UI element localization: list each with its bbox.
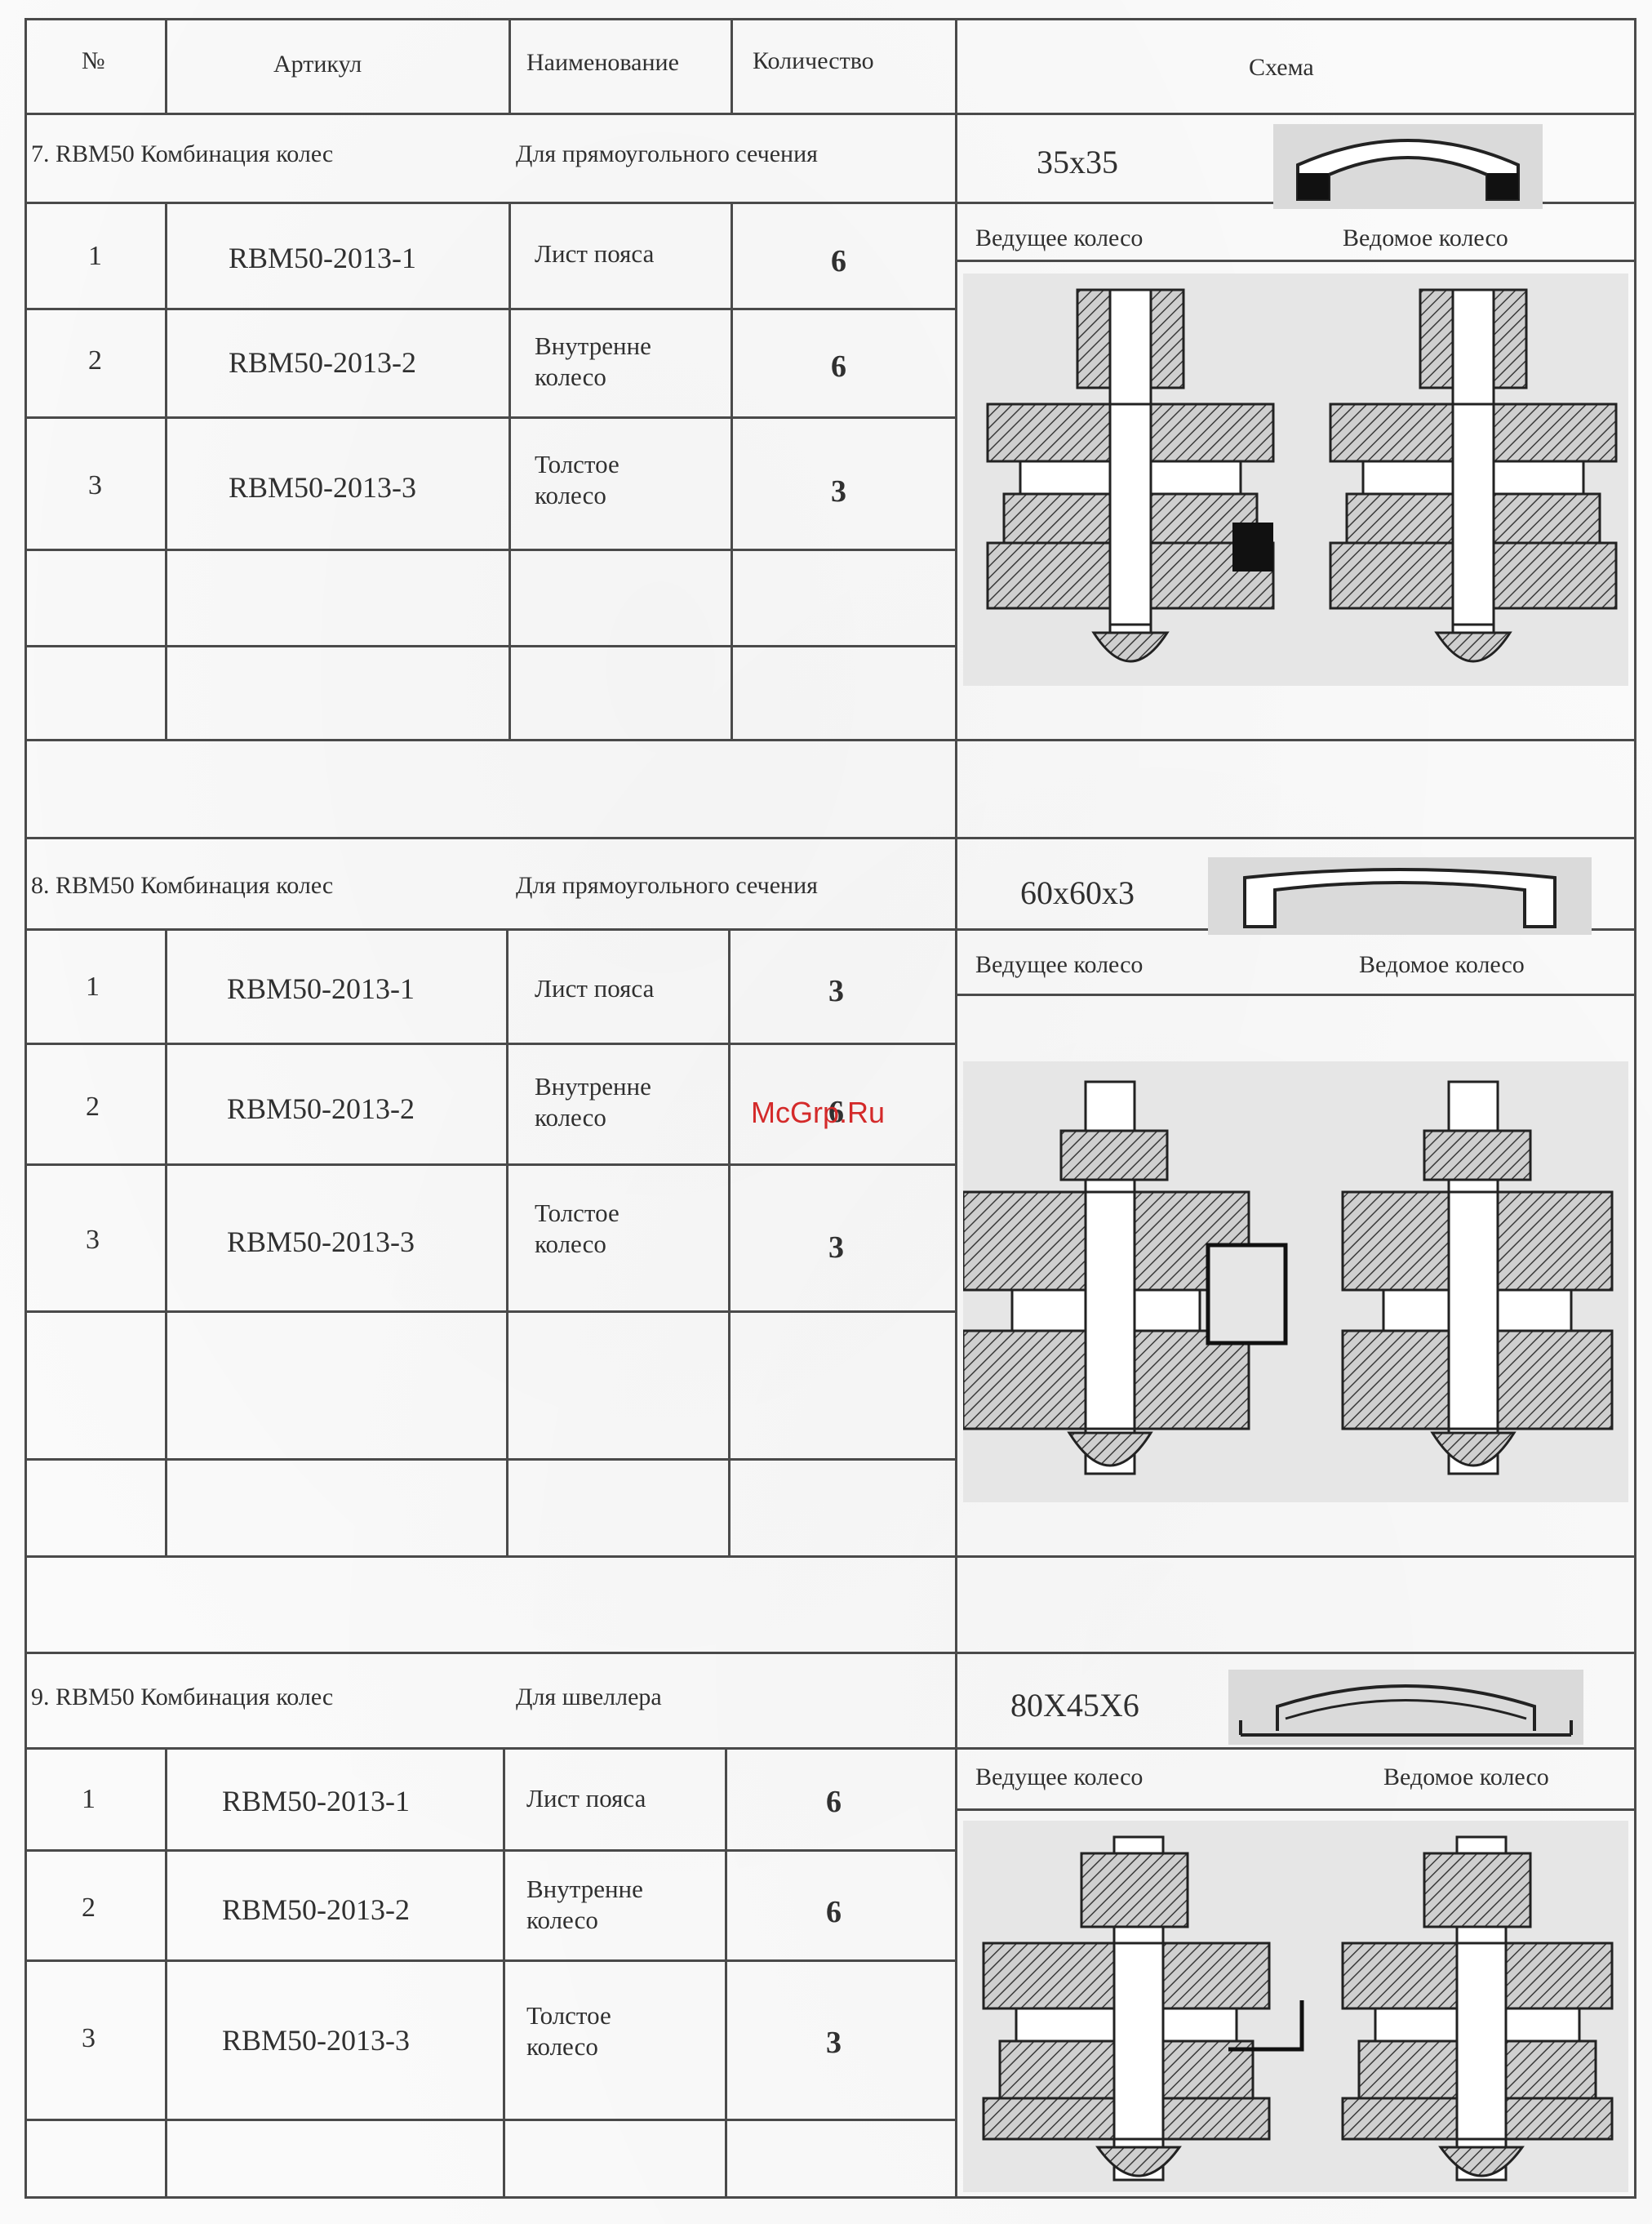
profile-dimension: 80X45X6 xyxy=(1010,1687,1139,1724)
row-name: Внутренне колесо xyxy=(535,1072,651,1132)
row-article: RBM50-2013-2 xyxy=(227,1092,415,1125)
header-no: № xyxy=(82,47,105,74)
drive-wheel-label: Ведущее колесо xyxy=(975,225,1144,251)
row-qty: 6 xyxy=(826,1785,842,1819)
header-scheme: Схема xyxy=(1249,54,1314,81)
profile-diagram xyxy=(1208,857,1592,935)
header-article: Артикул xyxy=(273,51,362,78)
wheel-assembly-drawing xyxy=(963,1061,1628,1502)
row-no: 1 xyxy=(86,972,100,1002)
row-no: 2 xyxy=(86,1092,100,1122)
row-article: RBM50-2013-1 xyxy=(229,242,417,274)
drive-wheel-label: Ведущее колесо xyxy=(975,951,1144,978)
row-name: Внутренне колесо xyxy=(526,1875,643,1934)
row-qty: 6 xyxy=(831,349,846,384)
row-name: Лист пояса xyxy=(535,974,655,1003)
row-no: 3 xyxy=(82,2023,95,2053)
row-qty: 6 xyxy=(826,1895,842,1929)
wheel-assembly-drawing xyxy=(963,1821,1628,2192)
section-title: 7. RBM50 Комбинация колес xyxy=(31,140,334,167)
row-article: RBM50-2013-1 xyxy=(222,1785,411,1817)
row-qty: 3 xyxy=(828,1230,844,1265)
row-name: Толстое колесо xyxy=(535,450,620,509)
row-no: 1 xyxy=(88,241,102,271)
profile-dimension: 35x35 xyxy=(1037,144,1118,180)
row-qty: 3 xyxy=(826,2026,842,2060)
section-title: 9. RBM50 Комбинация колес xyxy=(31,1684,334,1710)
row-name: Толстое колесо xyxy=(526,2001,611,2061)
wheel-assembly-drawing xyxy=(963,274,1628,686)
row-article: RBM50-2013-2 xyxy=(229,346,417,379)
driven-wheel-label: Ведомое колесо xyxy=(1359,951,1525,978)
row-name: Внутренне колесо xyxy=(535,331,651,391)
row-name: Лист пояса xyxy=(535,239,655,268)
row-qty: 3 xyxy=(831,474,846,509)
drive-wheel-label: Ведущее колесо xyxy=(975,1764,1144,1790)
row-qty: 6 xyxy=(831,244,846,278)
row-article: RBM50-2013-3 xyxy=(227,1225,415,1258)
row-name: Лист пояса xyxy=(526,1784,646,1813)
section-title: 8. RBM50 Комбинация колес xyxy=(31,872,334,899)
profile-diagram xyxy=(1273,124,1543,209)
header-name: Наименование xyxy=(526,49,679,76)
row-article: RBM50-2013-2 xyxy=(222,1893,411,1926)
row-no: 2 xyxy=(88,345,102,376)
driven-wheel-label: Ведомое колесо xyxy=(1383,1764,1549,1790)
row-no: 1 xyxy=(82,1784,95,1814)
row-qty: 3 xyxy=(828,974,844,1008)
watermark: McGrp.Ru xyxy=(751,1096,886,1129)
row-article: RBM50-2013-3 xyxy=(222,2024,411,2057)
row-no: 2 xyxy=(82,1893,95,1923)
row-qty: 6 xyxy=(828,1095,844,1129)
section-subtitle: Для прямоугольного сечения xyxy=(516,872,818,899)
section-subtitle: Для швеллера xyxy=(516,1684,662,1710)
profile-diagram xyxy=(1228,1670,1583,1745)
row-article: RBM50-2013-1 xyxy=(227,972,415,1005)
row-name: Толстое колесо xyxy=(535,1199,620,1258)
row-no: 3 xyxy=(86,1225,100,1255)
section-subtitle: Для прямоугольного сечения xyxy=(516,140,818,167)
profile-dimension: 60x60x3 xyxy=(1020,874,1135,911)
row-no: 3 xyxy=(88,470,102,500)
header-qty: Количество xyxy=(753,47,874,74)
row-article: RBM50-2013-3 xyxy=(229,471,417,504)
driven-wheel-label: Ведомое колесо xyxy=(1343,225,1508,251)
